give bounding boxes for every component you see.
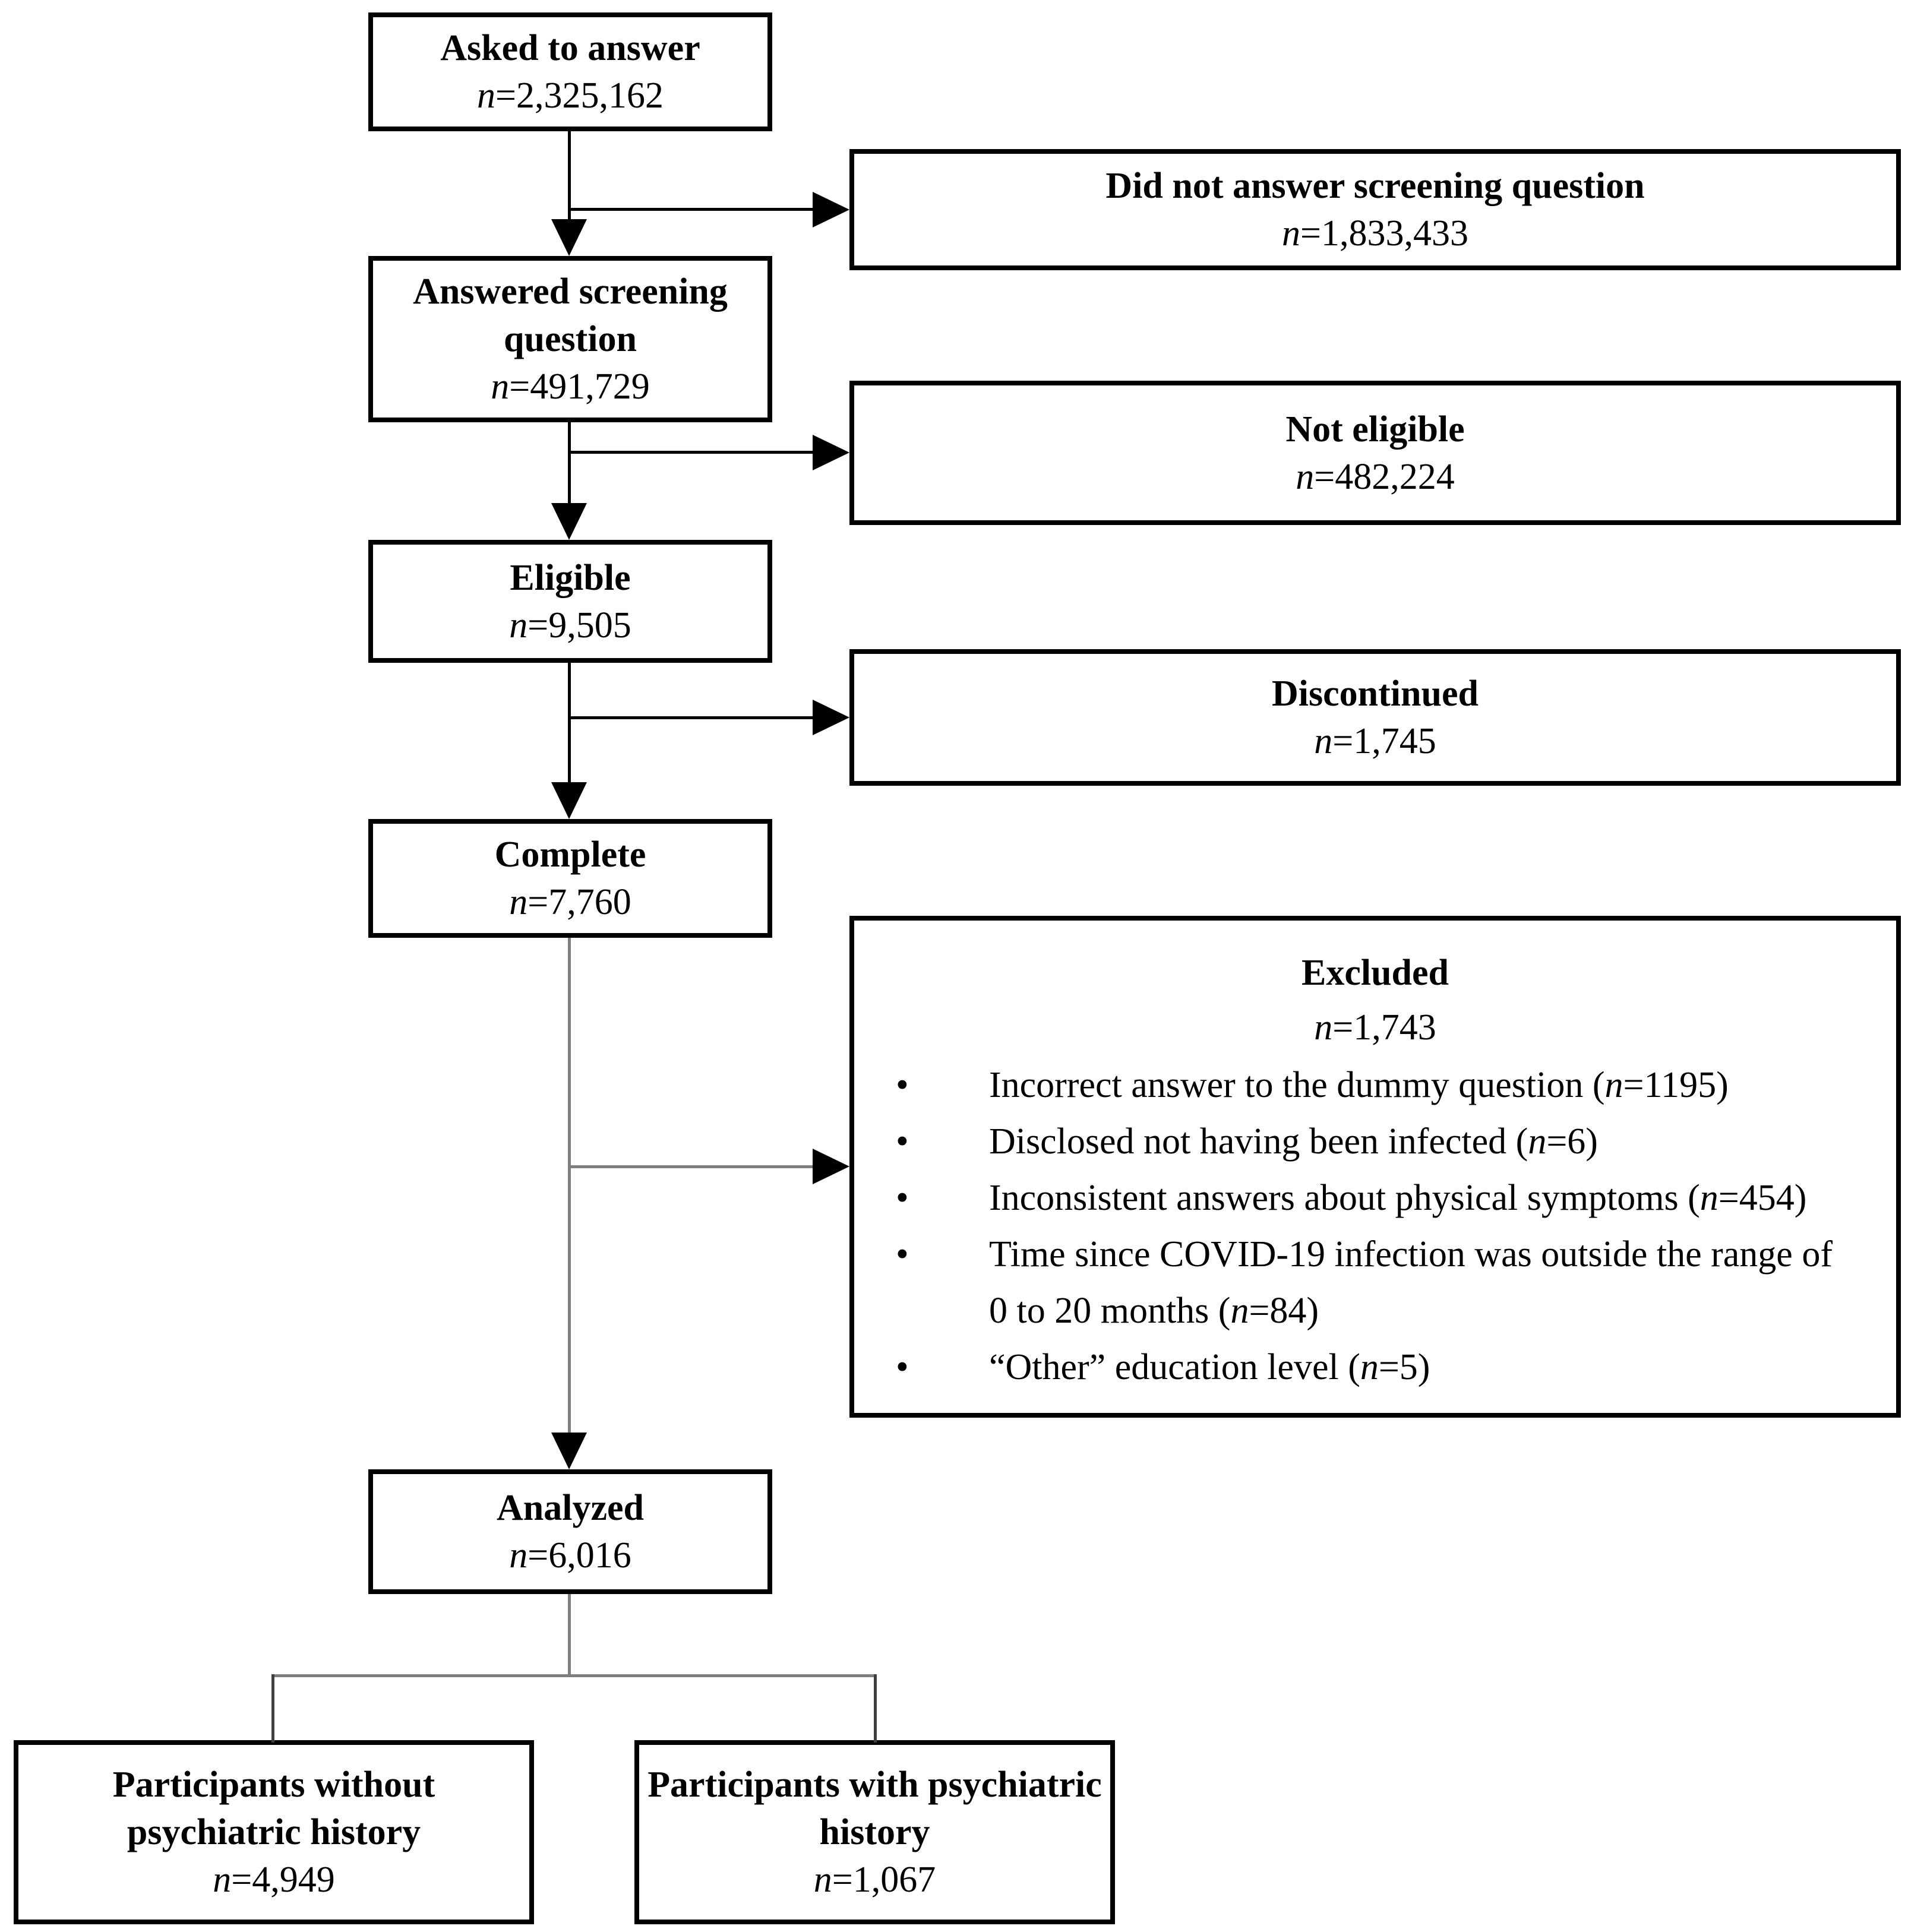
bullet-icon: • bbox=[896, 1121, 909, 1162]
arrowhead-right-icon bbox=[813, 192, 849, 227]
box-title: Asked to answer bbox=[440, 28, 700, 68]
excluded-reason-item: • Inconsistent answers about physical sy… bbox=[861, 1170, 1889, 1226]
box-count: n=482,224 bbox=[1296, 456, 1455, 497]
arrowhead-down-icon bbox=[551, 503, 587, 540]
box-count: n=2,325,162 bbox=[477, 75, 664, 116]
box-count: n=6,016 bbox=[509, 1535, 631, 1576]
flow-box-complete: Complete n=7,760 bbox=[368, 819, 772, 938]
connector-line bbox=[568, 938, 571, 1434]
arrowhead-down-icon bbox=[551, 1433, 587, 1469]
connector-line bbox=[569, 451, 814, 454]
box-count: n=1,067 bbox=[813, 1860, 936, 1900]
box-count: n=7,760 bbox=[509, 882, 631, 922]
flow-box-asked-to-answer: Asked to answer n=2,325,162 bbox=[368, 12, 772, 131]
excluded-reason-text: Inconsistent answers about physical symp… bbox=[989, 1178, 1807, 1218]
excluded-reason-item: • Time since COVID-19 infection was outs… bbox=[861, 1226, 1889, 1339]
arrowhead-right-icon bbox=[813, 1149, 849, 1184]
excluded-reason-text: “Other” education level (n=5) bbox=[989, 1347, 1430, 1387]
arrowhead-down-icon bbox=[551, 782, 587, 819]
connector-line bbox=[568, 422, 571, 505]
connector-line bbox=[569, 1165, 814, 1168]
box-count: n=1,743 bbox=[1314, 1007, 1436, 1048]
connector-line bbox=[568, 131, 571, 222]
flow-box-excluded: Excluded n=1,743 • Incorrect answer to t… bbox=[849, 916, 1901, 1418]
excluded-reason-list: • Incorrect answer to the dummy question… bbox=[861, 1057, 1889, 1396]
box-title: Not eligible bbox=[1285, 409, 1465, 450]
excluded-header: Excluded n=1,743 bbox=[861, 946, 1889, 1055]
box-count: n=9,505 bbox=[509, 605, 631, 646]
bullet-icon: • bbox=[896, 1347, 909, 1387]
bullet-icon: • bbox=[896, 1234, 909, 1275]
excluded-reason-text: Disclosed not having been infected (n=6) bbox=[989, 1121, 1598, 1162]
arrowhead-right-icon bbox=[813, 700, 849, 735]
box-count: n=4,949 bbox=[213, 1860, 335, 1900]
box-title: Discontinued bbox=[1272, 673, 1479, 714]
excluded-reason-item: • “Other” education level (n=5) bbox=[861, 1339, 1889, 1396]
connector-line bbox=[569, 208, 814, 211]
arrowhead-down-icon bbox=[551, 219, 587, 256]
connector-line bbox=[568, 663, 571, 785]
bullet-icon: • bbox=[896, 1065, 909, 1105]
bullet-icon: • bbox=[896, 1178, 909, 1218]
excluded-reason-text: Incorrect answer to the dummy question (… bbox=[989, 1065, 1729, 1105]
excluded-reason-item: • Disclosed not having been infected (n=… bbox=[861, 1114, 1889, 1170]
connector-line bbox=[568, 1594, 571, 1677]
connector-line bbox=[569, 716, 814, 719]
flow-box-did-not-answer: Did not answer screening question n=1,83… bbox=[849, 149, 1901, 270]
flow-box-without-psychiatric-history: Participants without psychiatric history… bbox=[14, 1740, 534, 1924]
box-title: Participants with psychiatric history bbox=[647, 1765, 1102, 1852]
box-title: Eligible bbox=[510, 557, 631, 598]
connector-line bbox=[273, 1674, 877, 1677]
box-title: Excluded bbox=[1301, 953, 1449, 993]
box-title: Participants without psychiatric history bbox=[112, 1765, 435, 1852]
box-title: Complete bbox=[494, 834, 646, 875]
flow-box-with-psychiatric-history: Participants with psychiatric history n=… bbox=[634, 1740, 1115, 1924]
connector-line bbox=[271, 1674, 274, 1743]
box-count: n=491,729 bbox=[491, 366, 650, 407]
box-count: n=1,833,433 bbox=[1282, 213, 1468, 254]
box-title: Did not answer screening question bbox=[1105, 166, 1645, 206]
arrowhead-right-icon bbox=[813, 435, 849, 470]
flow-box-not-eligible: Not eligible n=482,224 bbox=[849, 381, 1901, 525]
excluded-reason-item: • Incorrect answer to the dummy question… bbox=[861, 1057, 1889, 1114]
connector-line bbox=[874, 1674, 877, 1743]
flow-box-discontinued: Discontinued n=1,745 bbox=[849, 649, 1901, 786]
box-count: n=1,745 bbox=[1314, 721, 1436, 761]
flow-box-analyzed: Analyzed n=6,016 bbox=[368, 1469, 772, 1594]
box-title: Analyzed bbox=[497, 1488, 644, 1528]
flow-box-answered-screening: Answered screening question n=491,729 bbox=[368, 256, 772, 422]
excluded-reason-text: Time since COVID-19 infection was outsid… bbox=[989, 1234, 1833, 1331]
flow-box-eligible: Eligible n=9,505 bbox=[368, 540, 772, 663]
box-title: Answered screening question bbox=[413, 271, 728, 359]
